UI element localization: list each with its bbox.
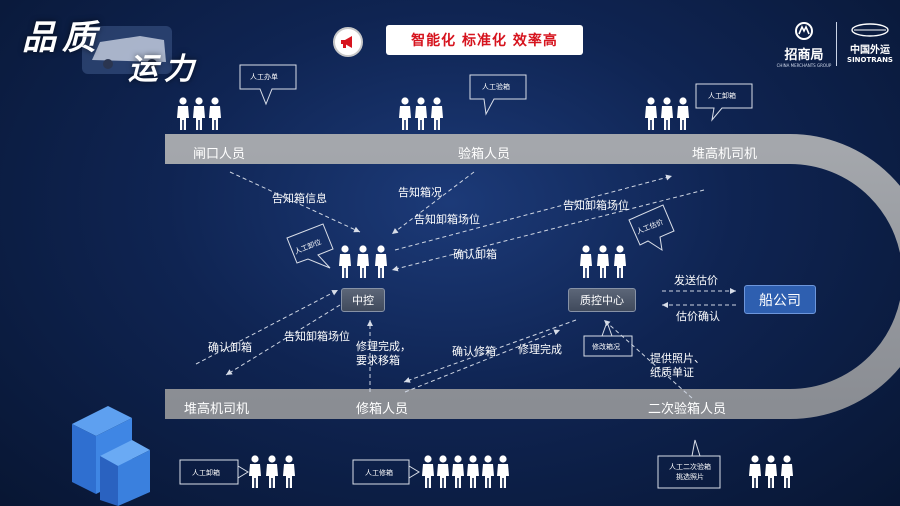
people-central [339,245,387,278]
megaphone-icon [333,27,363,57]
qc-center-node: 质控中心 [568,288,636,312]
callout-manual-docs [239,64,297,106]
arrow-notify-condition [391,171,475,235]
callout-manual-estimate [628,204,675,252]
flow-confirm-estimate: 估价确认 [676,310,720,323]
flow-notify-position-top: 告知卸箱场位 [414,213,480,226]
people-second-inspector [749,455,793,488]
callout-manual-repair [352,459,420,485]
central-control-node: 中控 [341,288,385,312]
people-repair [422,455,509,488]
callout-text-manual-repair: 人工修箱 [365,469,393,477]
sinotrans-name: 中国外运 [850,45,890,56]
flow-provide-photos: 提供照片、 纸质单证 [650,352,705,379]
callout-manual-second [657,439,721,489]
sinotrans-logo: 中国外运 SINOTRANS [842,22,898,64]
callout-text-repair-inspect: 修改箱况 [592,343,620,351]
slogan-banner: 智能化 标准化 效率高 [386,25,583,55]
track-label-gate-staff: 闸口人员 [193,147,246,162]
track [165,134,900,419]
logo-divider [836,22,837,66]
flow-confirm-unload-right: 确认卸箱 [453,248,497,261]
flow-repair-done: 修理完成 [518,343,562,356]
track-label-inspector: 验箱人员 [458,147,511,162]
brand-subtitle: 运力 [128,52,200,87]
brand-title: 品质 [22,18,102,58]
people-inspector [399,97,443,130]
callout-text-manual-unload-top: 人工卸箱 [708,92,736,100]
callout-text-manual-second: 人工二次验箱 挑选照片 [669,463,711,481]
track-label-forklift-top: 堆高机司机 [692,147,758,162]
flow-send-estimate: 发送估价 [674,274,718,287]
shipping-company-node: 船公司 [744,285,816,314]
sinotrans-mark-icon [851,23,889,37]
flow-notify-info: 告知箱信息 [272,192,327,205]
flow-notify-position-right: 告知卸箱场位 [563,199,629,212]
arrow-notify-info [229,171,361,233]
arrow-repair-done [404,329,561,393]
arrow-notify-position-bottom [195,289,339,365]
china-merchants-mark-icon [795,22,813,40]
callout-manual-inspect [469,74,527,116]
callout-manual-unload-bottom [179,459,249,485]
people-forklift-top [645,97,689,130]
callout-text-manual-docs: 人工办单 [250,73,278,81]
callout-text-manual-inspect: 人工验箱 [482,83,510,91]
truck-photo [82,26,172,74]
flow-notify-position-bottom: 告知卸箱场位 [284,330,350,343]
people-qc [580,245,626,278]
track-label-second-inspector: 二次验箱人员 [648,402,727,417]
container-stack-illustration [72,406,150,506]
arrow-confirm-unload-left [225,304,341,376]
callout-manual-position [286,223,334,269]
arrow-confirm-repair [403,319,577,383]
flow-confirm-repair: 确认修箱 [452,345,496,358]
china-merchants-logo: 招商局 CHINA MERCHANTS GROUP [776,22,832,68]
flow-confirm-unload-left: 确认卸箱 [208,341,252,354]
track-label-repair-staff: 修箱人员 [356,402,409,417]
callout-text-manual-unload-bottom: 人工卸箱 [192,469,220,477]
arrow-provide-photos [603,319,693,399]
flow-repair-done-request: 修理完成， 要求移箱 [356,340,411,367]
flow-notify-condition: 告知箱况 [398,186,442,199]
china-merchants-sub: CHINA MERCHANTS GROUP [776,63,832,68]
track-label-forklift-bottom: 堆高机司机 [184,402,250,417]
callout-manual-unload-top [695,83,753,122]
people-gate [177,97,221,130]
china-merchants-name: 招商局 [784,48,824,63]
people-forklift-bottom [249,455,295,488]
sinotrans-sub: SINOTRANS [847,56,893,64]
arrow-confirm-unload-right [391,189,705,272]
arrow-notify-position-top [394,174,673,251]
